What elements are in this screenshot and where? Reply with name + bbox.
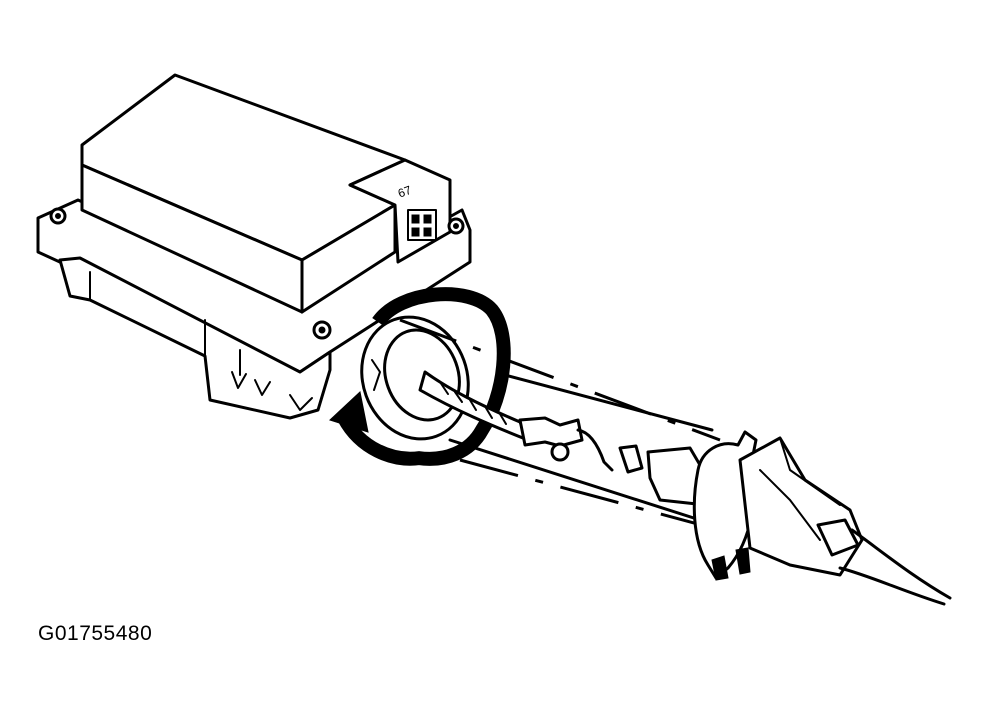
bulb-lead [418, 370, 614, 472]
module-mark: 67 [396, 183, 414, 201]
wire-harness [838, 528, 952, 606]
rotation-arrow-icon [329, 287, 511, 466]
module-cover-side [300, 203, 397, 314]
control-module: 67 [36, 73, 472, 420]
socket-pins [407, 209, 437, 241]
module-lower-body [58, 256, 332, 420]
figure-id-label: G01755480 [38, 622, 153, 645]
bulb-terminal [518, 416, 584, 448]
connector-body [738, 436, 864, 577]
bulb-socket-ring [360, 315, 470, 441]
harness-connector [618, 430, 864, 581]
